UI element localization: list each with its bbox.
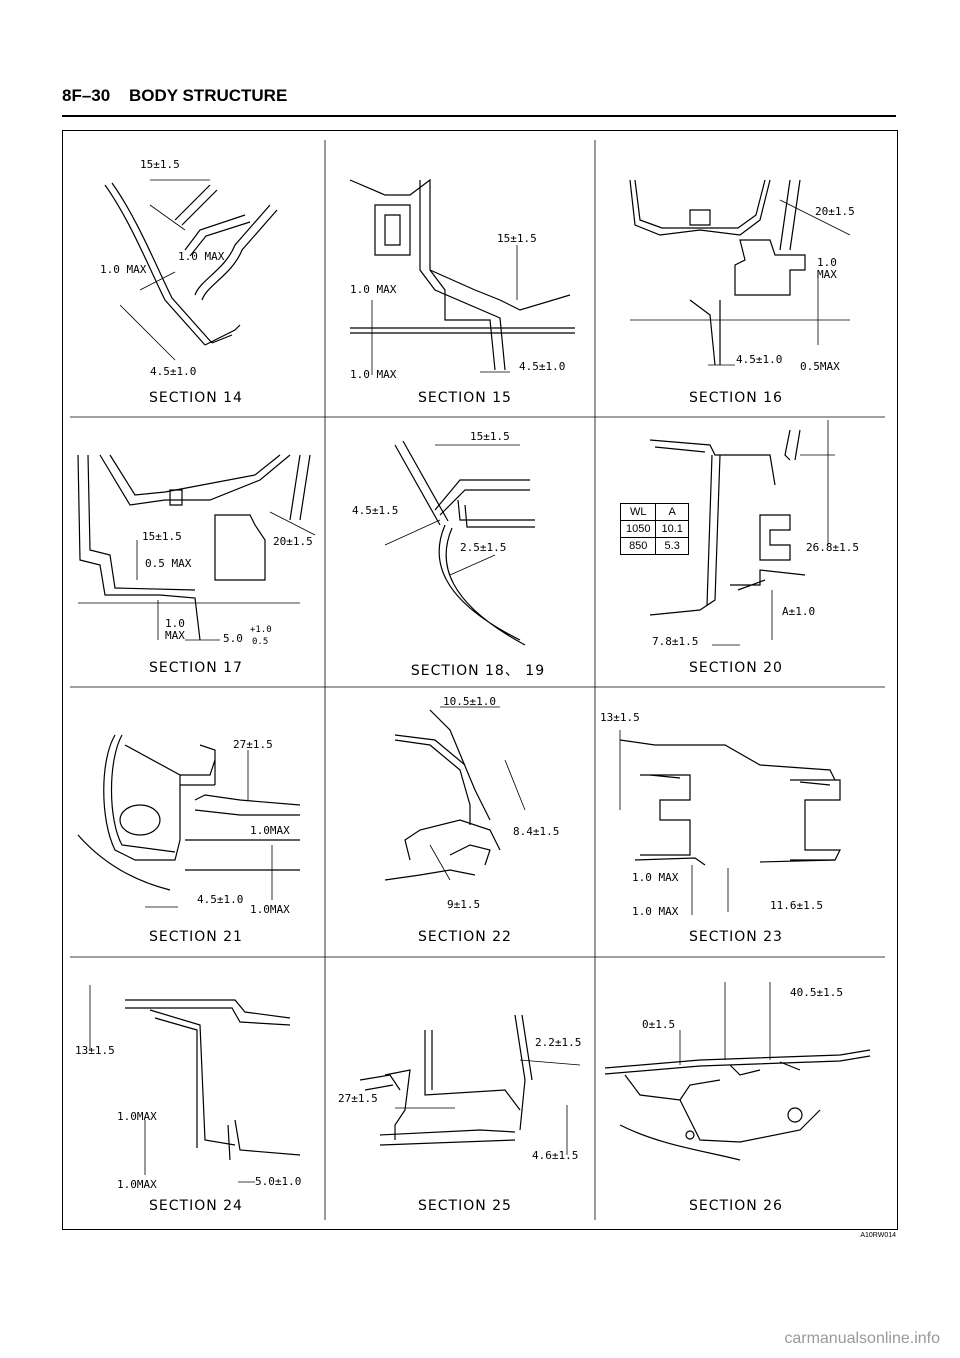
- s14-dim-3: 1.0 MAX: [178, 250, 225, 263]
- header-rule: [62, 115, 896, 117]
- s22-dim-3: 9±1.5: [447, 898, 481, 911]
- section-title: SECTION 23: [689, 929, 783, 945]
- section-25-drawing: [359, 1014, 581, 1155]
- s22-dim-2: 8.4±1.5: [513, 825, 560, 838]
- s18-dim-1: 15±1.5: [470, 430, 510, 443]
- s24-dim-2: 1.0MAX: [117, 1110, 157, 1123]
- s14-dim-4: 4.5±1.0: [150, 365, 197, 378]
- section-20-drawing: [649, 420, 835, 646]
- section-title: SECTION 17: [149, 660, 243, 676]
- section-26-drawing: [604, 982, 871, 1161]
- section-title: SECTION 15: [418, 390, 512, 406]
- s15-dim-2: 1.0 MAX: [350, 283, 397, 296]
- wl-table: WL A 1050 10.1 850 5.3: [619, 503, 689, 555]
- watermark: carmanualsonline.info: [784, 1330, 940, 1347]
- s16-dim-5: 0.5MAX: [800, 360, 840, 373]
- grid-lines: [70, 140, 885, 1220]
- section-title: SECTION 24: [149, 1198, 243, 1214]
- s16-dim-1: 20±1.5: [815, 205, 855, 218]
- section-24-drawing: [89, 985, 301, 1183]
- s17-dim-1: 15±1.5: [142, 530, 182, 543]
- wl-header-a: A: [655, 503, 689, 521]
- section-22-drawing: [384, 706, 526, 881]
- s20-dim-3: 7.8±1.5: [652, 635, 699, 648]
- section-title: SECTION 25: [418, 1198, 512, 1214]
- section-14-drawing: [104, 179, 278, 361]
- s17-dim-5: MAX: [165, 629, 185, 642]
- page-header: 8F–30 BODY STRUCTURE: [62, 86, 287, 106]
- section-21-drawing: [77, 734, 301, 908]
- wl-cell: 10.1: [655, 520, 689, 538]
- section-title: SECTION 18、 19: [410, 663, 546, 679]
- figure-code: A10RW014: [860, 1232, 896, 1239]
- s18-dim-3: 2.5±1.5: [460, 541, 507, 554]
- s25-dim-1: 2.2±1.5: [535, 1036, 582, 1049]
- s26-dim-2: 0±1.5: [642, 1018, 676, 1031]
- section-17-drawing: [77, 454, 316, 641]
- section-23-drawing: [619, 730, 841, 915]
- s24-dim-4: 5.0±1.0: [255, 1175, 302, 1188]
- section-title: SECTION 22: [418, 929, 512, 945]
- section-16-drawing: [629, 179, 851, 366]
- s17-dim-6: 5.0: [223, 632, 243, 645]
- s14-dim-1: 15±1.5: [140, 158, 180, 171]
- s14-dim-2: 1.0 MAX: [100, 263, 147, 276]
- s25-dim-2: 27±1.5: [338, 1092, 378, 1105]
- s22-dim-1: 10.5±1.0: [443, 695, 496, 708]
- s15-dim-4: 4.5±1.0: [519, 360, 566, 373]
- wl-cell: 5.3: [655, 537, 689, 555]
- s20-dim-2: A±1.0: [782, 605, 816, 618]
- section-15-drawing: [349, 178, 575, 375]
- s21-dim-4: 1.0MAX: [250, 903, 290, 916]
- s17-dim-2: 0.5 MAX: [145, 557, 192, 570]
- page-number: 8F–30: [62, 86, 111, 105]
- s24-dim-3: 1.0MAX: [117, 1178, 157, 1191]
- s15-dim-1: 15±1.5: [497, 232, 537, 245]
- s17-dim-3: 20±1.5: [273, 535, 313, 548]
- s23-dim-2: 1.0 MAX: [632, 871, 679, 884]
- s21-dim-3: 4.5±1.0: [197, 893, 244, 906]
- section-title: SECTION 20: [689, 660, 783, 676]
- page-title: BODY STRUCTURE: [128, 86, 288, 105]
- s17-dim-8: 0.5: [252, 637, 269, 647]
- section-title: SECTION 26: [689, 1198, 783, 1214]
- s17-dim-4: 1.0: [165, 617, 185, 630]
- s23-dim-3: 1.0 MAX: [632, 905, 679, 918]
- s26-dim-1: 40.5±1.5: [790, 986, 843, 999]
- s17-dim-7: +1.0: [250, 625, 272, 635]
- section-18-19-drawing: [384, 440, 535, 646]
- section-title: SECTION 21: [149, 929, 243, 945]
- s15-dim-3: 1.0 MAX: [350, 368, 397, 381]
- section-title: SECTION 14: [149, 390, 243, 406]
- s16-dim-4: 4.5±1.0: [736, 353, 783, 366]
- s16-dim-3: MAX: [817, 268, 837, 281]
- s23-dim-4: 11.6±1.5: [770, 899, 823, 912]
- wl-header-wl: WL: [619, 503, 657, 521]
- wl-cell: 1050: [619, 520, 657, 538]
- s24-dim-1: 13±1.5: [75, 1044, 115, 1057]
- s21-dim-2: 1.0MAX: [250, 824, 290, 837]
- s21-dim-1: 27±1.5: [233, 738, 273, 751]
- s20-dim-1: 26.8±1.5: [806, 541, 859, 554]
- wl-cell: 850: [619, 537, 657, 555]
- figure-frame: [62, 130, 898, 1230]
- s18-dim-2: 4.5±1.5: [352, 504, 399, 517]
- s16-dim-2: 1.0: [817, 256, 837, 269]
- s25-dim-3: 4.6±1.5: [532, 1149, 579, 1162]
- section-title: SECTION 16: [689, 390, 783, 406]
- s23-dim-1: 13±1.5: [600, 711, 640, 724]
